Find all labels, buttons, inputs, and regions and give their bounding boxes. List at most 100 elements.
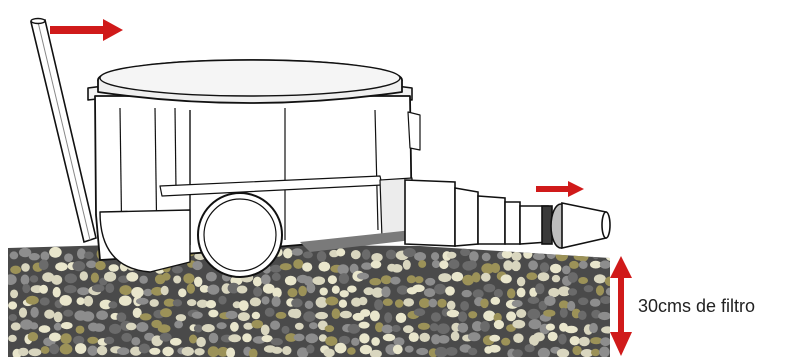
gravel-stone — [437, 323, 450, 334]
gravel-stone — [517, 288, 526, 298]
gravel-stone — [351, 338, 359, 346]
gravel-stone — [340, 311, 352, 319]
gravel-stone — [28, 332, 38, 341]
gravel-stone — [548, 332, 558, 341]
gravel-stone — [202, 324, 215, 332]
gravel-stone — [594, 274, 606, 283]
gravel-stone — [226, 311, 238, 319]
gravel-stone — [298, 286, 307, 297]
gravel-stone — [131, 337, 140, 345]
gravel-stone — [606, 252, 615, 261]
gravel-stone — [30, 307, 38, 318]
gravel-stone — [65, 273, 77, 283]
gravel-stone — [579, 261, 588, 269]
gravel-stone — [303, 251, 313, 258]
gravel-stone — [217, 322, 227, 329]
gravel-stone — [512, 320, 525, 329]
gravel-stone — [49, 344, 59, 355]
gravel-stone — [104, 272, 116, 282]
gravel-stone — [237, 286, 248, 294]
gravel-stone — [252, 312, 260, 319]
gravel-stone — [187, 299, 196, 306]
gravel-stone — [325, 325, 334, 332]
gravel-stone — [19, 308, 27, 318]
gravel-stone — [87, 337, 98, 344]
gravel-stone — [251, 320, 263, 329]
gravel-stone — [63, 310, 73, 317]
gravel-stone — [502, 250, 513, 258]
gravel-stone — [140, 313, 152, 320]
gravel-stone — [126, 323, 137, 331]
gravel-stone — [313, 276, 326, 285]
gravel-stone — [39, 325, 51, 333]
gravel-stone — [513, 333, 523, 343]
gravel-stone — [370, 311, 380, 322]
gravel-stone — [280, 263, 292, 270]
gravel-stone — [59, 295, 71, 306]
gravel-stone — [556, 250, 568, 261]
gravel-stone — [371, 337, 380, 346]
gravel-stone — [562, 266, 571, 275]
gravel-stone — [29, 348, 42, 356]
gravel-stone — [206, 272, 217, 282]
gravel-stone — [339, 273, 349, 284]
gravel-stone — [438, 335, 449, 344]
gravel-stone — [403, 325, 414, 333]
gravel-stone — [174, 321, 183, 329]
gravel-stone — [407, 275, 416, 283]
gravel-stone — [18, 348, 29, 356]
gravel-stone — [390, 277, 400, 285]
gravel-stone — [178, 288, 186, 297]
gravel-stone — [192, 312, 203, 319]
gravel-stone — [325, 336, 337, 346]
gravel-stone — [76, 326, 85, 334]
gravel-stone — [337, 264, 348, 274]
gravel-stone — [533, 332, 545, 341]
gravel-stone — [315, 312, 328, 319]
gravel-stone — [109, 324, 121, 334]
gravel-stone — [550, 264, 561, 273]
gravel-stone — [96, 310, 108, 320]
gravel-stone — [93, 323, 105, 332]
gravel-stone — [306, 345, 314, 354]
gravel-stone — [446, 347, 458, 356]
gravel-stone — [527, 309, 540, 320]
gravel-stone — [431, 252, 439, 260]
gravel-stone — [383, 299, 393, 306]
gravel-stone — [320, 288, 328, 296]
gravel-stone — [533, 253, 545, 260]
gravel-stone — [283, 248, 292, 258]
gravel-stone — [371, 253, 382, 262]
gravel-stone — [501, 338, 510, 346]
gravel-stone — [270, 321, 280, 330]
gravel-stone — [419, 298, 430, 308]
gravel-stone — [49, 247, 62, 258]
gravel-stone — [291, 309, 301, 319]
gravel-stone — [61, 333, 72, 344]
gravel-stone — [208, 310, 218, 318]
double-headed-vertical-arrow-icon — [610, 256, 632, 356]
gravel-stone — [511, 261, 521, 271]
gravel-stone — [293, 259, 303, 269]
gravel-stone — [97, 346, 107, 356]
gravel-stone — [108, 301, 117, 308]
gravel-stone — [525, 344, 535, 352]
gravel-stone — [92, 284, 105, 292]
gravel-stone — [386, 250, 396, 260]
gravel-stone — [30, 275, 38, 282]
filter-unit — [88, 60, 420, 277]
gravel-stone — [335, 343, 347, 354]
gravel-stone — [292, 248, 303, 255]
gravel-stone — [591, 349, 600, 356]
gravel-stone — [306, 333, 319, 343]
gravel-stone — [382, 325, 393, 334]
gravel-stone — [572, 346, 581, 355]
gravel-stone — [309, 322, 318, 329]
gravel-stone — [239, 300, 249, 311]
gravel-stone — [351, 250, 361, 259]
gravel-stone — [162, 347, 173, 357]
gravel-stone — [451, 331, 460, 341]
gravel-stone — [590, 299, 601, 307]
gravel-stone — [414, 308, 425, 316]
gravel-stone — [452, 272, 464, 282]
